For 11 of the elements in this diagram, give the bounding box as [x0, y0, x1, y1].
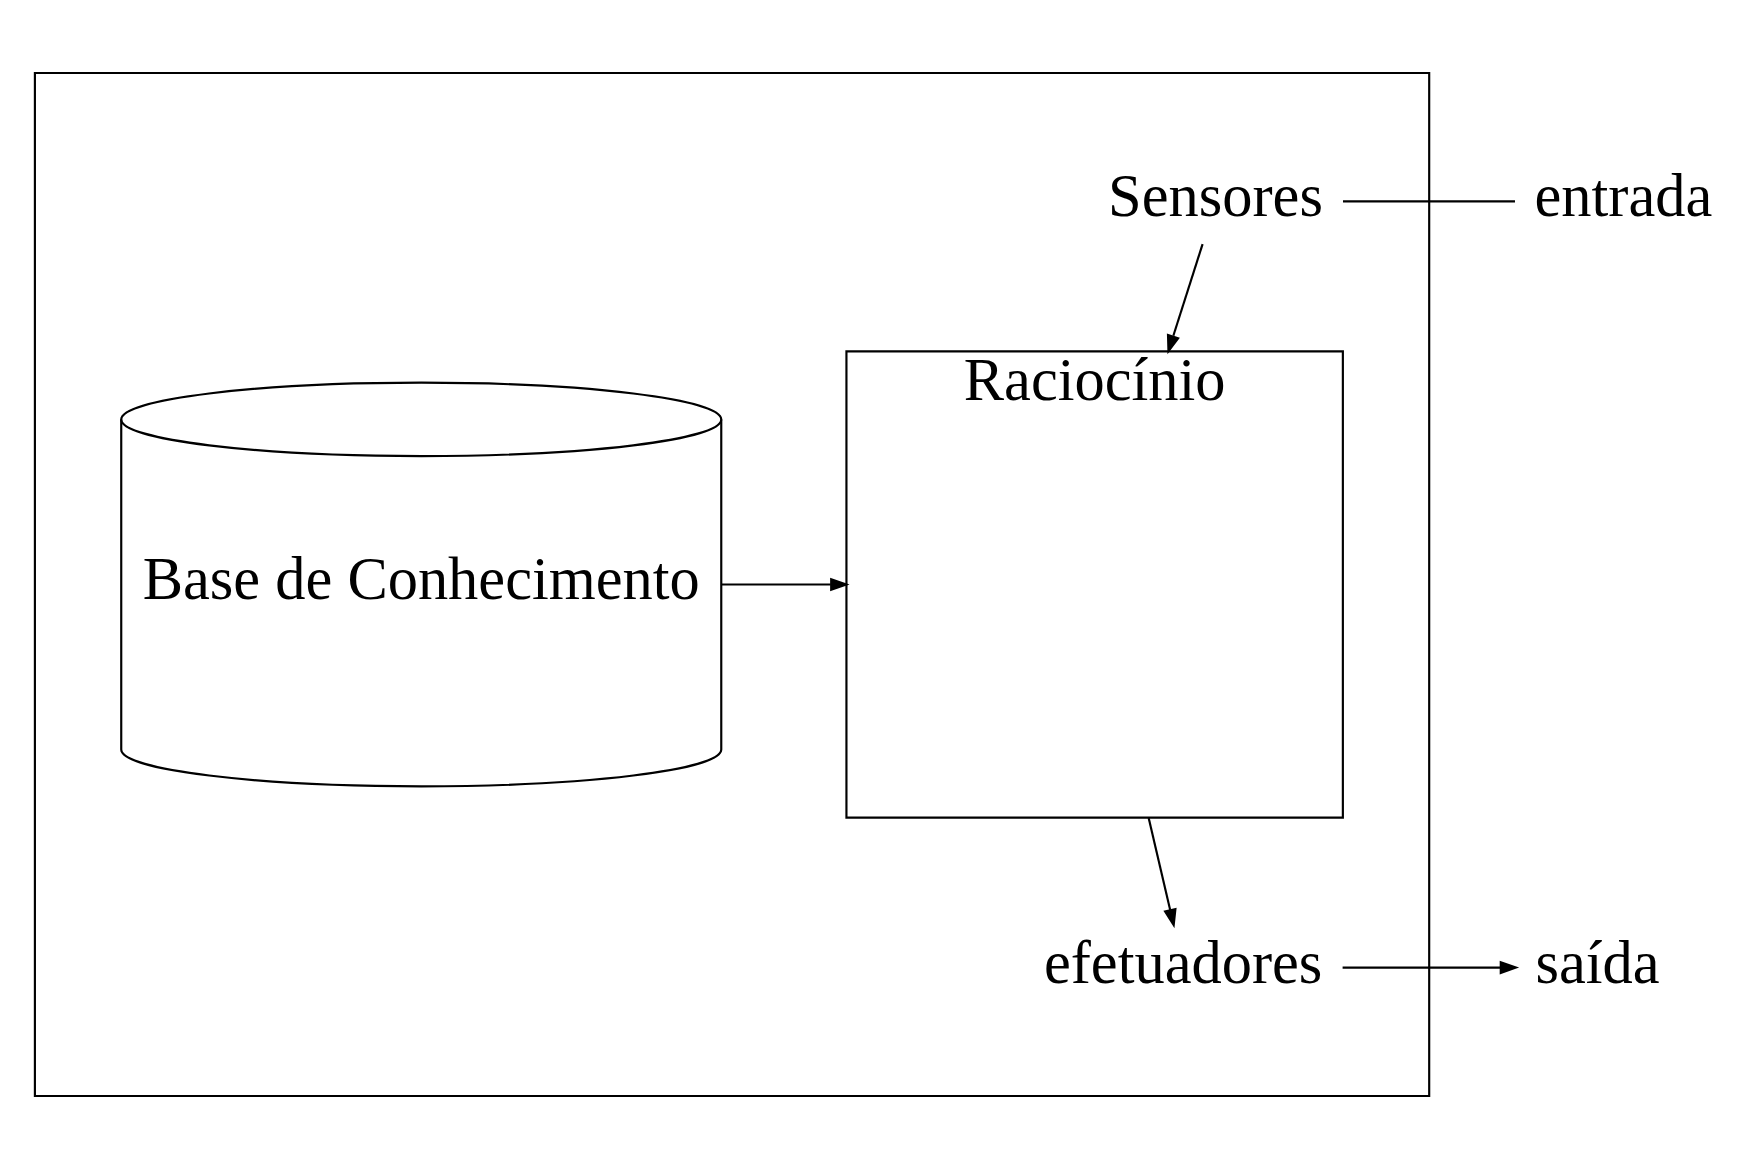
node-text: entrada: [1534, 162, 1712, 230]
arrow: [721, 577, 850, 592]
node-text: efetuadores: [1043, 928, 1322, 996]
node-text: saída: [1534, 928, 1660, 996]
cluster: [33, 71, 1430, 1098]
connector: [1342, 200, 1515, 203]
arrow: [1147, 817, 1177, 929]
node-text: Sensores: [1107, 162, 1323, 230]
arrow: [1342, 960, 1519, 975]
arrow: [1166, 243, 1204, 355]
node-box: Raciocínio: [844, 350, 1344, 819]
